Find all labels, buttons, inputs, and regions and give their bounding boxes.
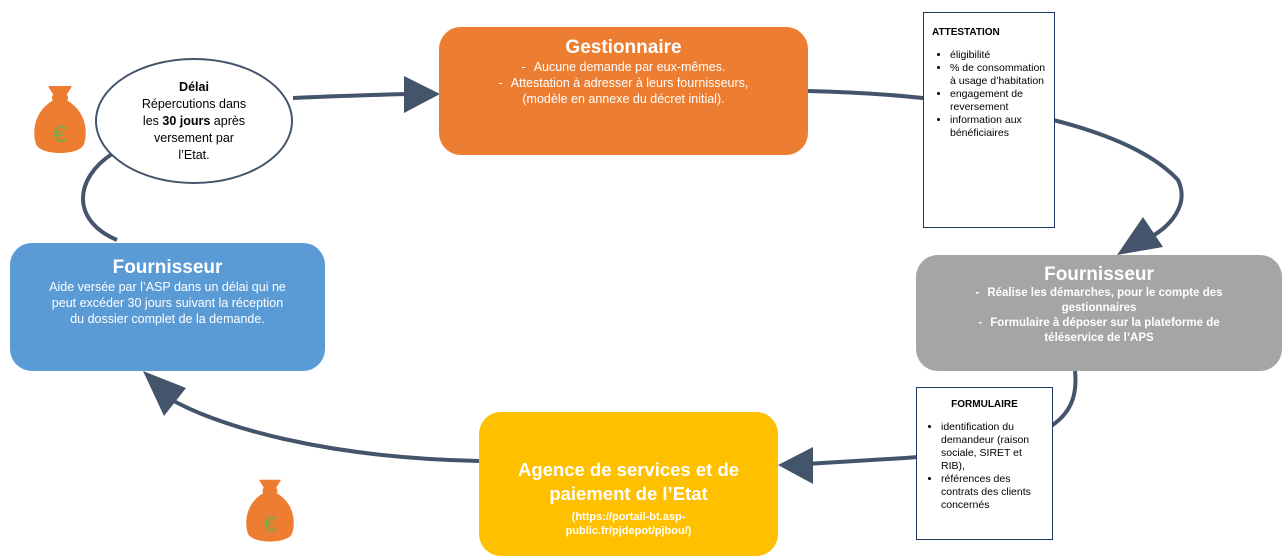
fournisseur-left-line-1: Aide versée par l’ASP dans un délai qui … xyxy=(49,280,286,294)
delai-line-2-bold: 30 jours xyxy=(162,113,211,128)
fournisseur-right-box: Fournisseur -Réalise les démarches, pour… xyxy=(916,255,1282,371)
formulaire-note: FORMULAIRE identification du demandeur (… xyxy=(916,387,1053,540)
formulaire-list: identification du demandeur (raison soci… xyxy=(923,421,1046,512)
fournisseur-left-title: Fournisseur xyxy=(112,257,223,278)
attestation-item: information aux bénéficiaires xyxy=(950,114,1048,140)
fournisseur-right-line-1a: -Réalise les démarches, pour le compte d… xyxy=(975,287,1223,299)
fournisseur-right-line-2a-text: Formulaire à déposer sur la plateforme d… xyxy=(990,317,1220,329)
gestionnaire-line-1-text: Aucune demande par eux-mêmes. xyxy=(533,60,726,74)
attestation-list: éligibilité % de consommation à usage d’… xyxy=(932,49,1048,140)
fournisseur-left-line-3: du dossier complet de la demande. xyxy=(70,312,265,326)
delai-ellipse: Délai Répercutions dans les 30 jours apr… xyxy=(95,58,293,184)
money-bag-icon: € xyxy=(34,86,86,153)
connector-fournisseur-left-to-ellipse xyxy=(81,152,118,242)
gestionnaire-box: Gestionnaire -Aucune demande par eux-mêm… xyxy=(439,27,808,155)
arrowhead-to-fournisseur-right xyxy=(1117,217,1163,255)
delai-line-2-pre: les xyxy=(142,113,163,128)
delai-title: Délai xyxy=(179,79,209,94)
agence-url-line-1: (https://portail-bt.asp- xyxy=(571,511,686,523)
delai-line-1: Répercutions dans xyxy=(141,96,247,111)
euro-symbol: € xyxy=(264,511,276,536)
delai-line-2-post: après xyxy=(210,113,246,128)
gestionnaire-line-1: -Aucune demande par eux-mêmes. xyxy=(521,60,726,74)
delai-line-4: l’Etat. xyxy=(178,147,210,162)
fournisseur-right-line-1b: gestionnaires xyxy=(1061,302,1137,314)
fournisseur-right-line-2a: -Formulaire à déposer sur la plateforme … xyxy=(978,317,1220,329)
euro-symbol: € xyxy=(53,121,67,148)
gestionnaire-line-2: -Attestation à adresser à leurs fourniss… xyxy=(498,76,749,90)
attestation-item: % de consommation à usage d’habitation xyxy=(950,62,1048,88)
agence-title-line-2: paiement de l’Etat xyxy=(549,483,708,504)
agence-box: Agence de services et de paiement de l’E… xyxy=(479,412,778,556)
attestation-title: ATTESTATION xyxy=(932,27,1000,38)
formulaire-item: identification du demandeur (raison soci… xyxy=(941,421,1046,473)
connector-agence-to-fournisseur-left xyxy=(158,391,480,463)
gestionnaire-title: Gestionnaire xyxy=(565,37,682,58)
connector-ellipse-to-gestionnaire xyxy=(292,92,409,100)
connector-gestionnaire-to-fournisseur-right xyxy=(807,89,1184,242)
agence-url-line-2: public.fr/pjdepot/pjbou/) xyxy=(565,525,692,537)
attestation-item: éligibilité xyxy=(950,49,1048,62)
gestionnaire-line-3: (modèle en annexe du décret initial). xyxy=(522,92,725,106)
fournisseur-right-title: Fournisseur xyxy=(1044,264,1154,285)
delai-line-3: versement par xyxy=(154,130,234,145)
attestation-item: engagement de reversement xyxy=(950,88,1048,114)
arrowhead-to-fournisseur-left xyxy=(143,371,186,416)
arrowhead-to-agence xyxy=(778,447,813,484)
fournisseur-right-line-2b: téléservice de l’APS xyxy=(1044,332,1154,344)
delai-line-2: les 30 jours après xyxy=(143,113,245,130)
formulaire-title: FORMULAIRE xyxy=(951,399,1018,410)
fournisseur-left-box: Fournisseur Aide versée par l’ASP dans u… xyxy=(10,243,325,371)
fournisseur-right-line-1a-text: Réalise les démarches, pour le compte de… xyxy=(987,287,1223,299)
formulaire-item: références des contrats des clients conc… xyxy=(941,473,1046,512)
attestation-note: ATTESTATION éligibilité % de consommatio… xyxy=(923,12,1055,228)
money-bag-icon: € xyxy=(246,479,294,542)
arrowhead-to-gestionnaire xyxy=(404,76,440,113)
gestionnaire-line-2-text: Attestation à adresser à leurs fournisse… xyxy=(510,76,749,90)
agence-title-line-1: Agence de services et de xyxy=(517,459,740,480)
fournisseur-left-line-2: peut excéder 30 jours suivant la récepti… xyxy=(51,296,284,310)
